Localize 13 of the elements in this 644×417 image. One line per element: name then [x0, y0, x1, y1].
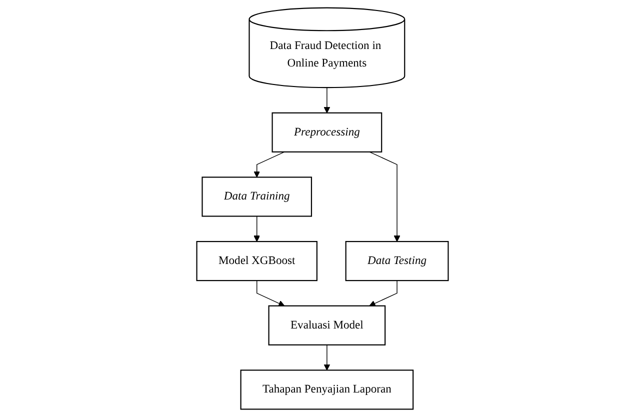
arrow	[323, 344, 330, 370]
node-box: Data Training	[201, 176, 312, 217]
arrow	[253, 152, 284, 178]
node-box: Tahapan Penyajian Laporan	[240, 370, 414, 410]
arrow	[323, 87, 330, 114]
arrow	[368, 280, 397, 306]
node-box: Data Testing	[344, 240, 448, 282]
node-box: Model XGBoost	[196, 240, 317, 282]
node-box: Evaluasi Model	[268, 305, 386, 346]
node-box: Preprocessing	[271, 112, 382, 152]
arrow	[253, 216, 260, 242]
arrow	[256, 280, 284, 306]
arrow	[368, 152, 400, 242]
